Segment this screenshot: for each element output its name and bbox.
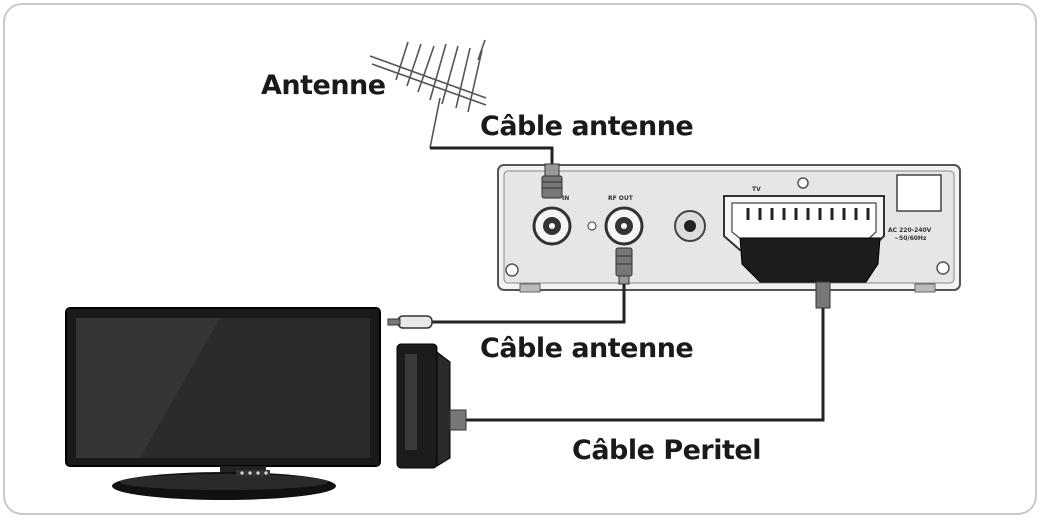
antenna-plug-rf-out <box>615 247 633 285</box>
scart-plug-tv <box>396 343 467 469</box>
antenna-plug-in <box>541 163 563 199</box>
port-rf-out <box>604 206 644 246</box>
antenna-icon <box>369 39 487 149</box>
label-antenna: Antenne <box>261 70 386 101</box>
power-spec-line1: AC 220-240V <box>888 227 932 234</box>
scart-port <box>723 195 885 251</box>
label-cable-antenna-mid: Câble antenne <box>480 333 693 364</box>
port-in <box>532 206 572 246</box>
antenna-cable-to-tv <box>430 284 626 324</box>
port-in-label: IN <box>562 195 569 202</box>
power-spec-line2: ~50/60Hz <box>894 235 927 242</box>
label-cable-antenna-top: Câble antenne <box>480 111 693 142</box>
tv-icon <box>65 307 381 500</box>
coax-plug-tv <box>387 315 433 329</box>
audio-jack <box>674 210 706 242</box>
receiver-indicator <box>587 221 597 231</box>
scart-plug-neck <box>815 281 831 309</box>
label-cable-peritel: Câble Peritel <box>572 435 761 466</box>
peritel-cable <box>466 308 825 422</box>
port-tv-label: TV <box>752 186 761 193</box>
scart-plug <box>739 237 881 283</box>
port-rf-out-label: RF OUT <box>608 195 634 202</box>
